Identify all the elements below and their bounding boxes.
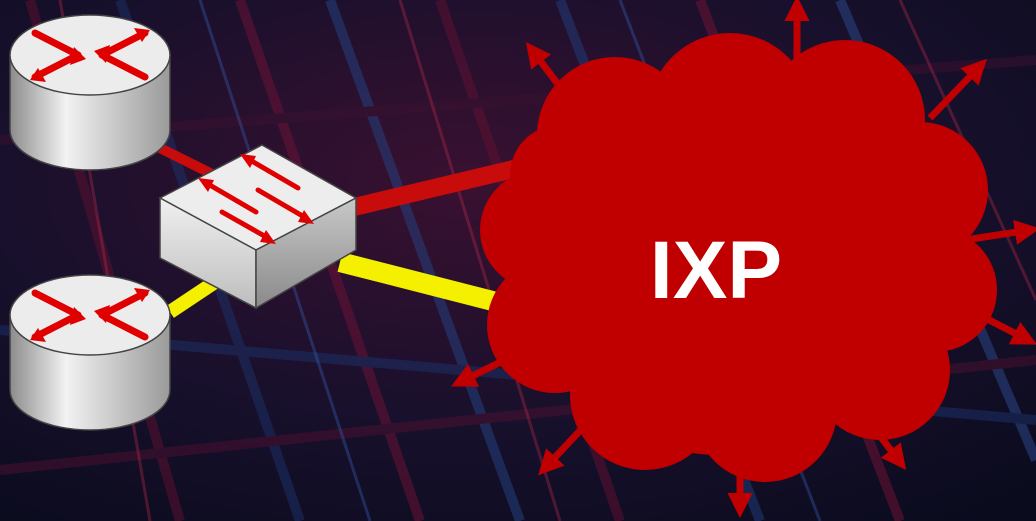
arrow-icon — [927, 58, 987, 121]
router-bottom[interactable] — [9, 274, 171, 431]
switch-to-ixp-yellow-link — [337, 252, 523, 318]
router-bottom-to-switch-link — [166, 276, 219, 318]
cloud-icon — [480, 33, 997, 482]
ixp-cloud[interactable]: IXP — [480, 33, 997, 482]
router-top[interactable] — [9, 14, 171, 171]
router-icon — [9, 274, 171, 431]
ixp-label: IXP — [650, 225, 782, 316]
router-icon — [9, 14, 171, 171]
switch-icon — [158, 144, 358, 310]
arrow-icon — [964, 219, 1036, 245]
switch[interactable] — [158, 144, 358, 310]
